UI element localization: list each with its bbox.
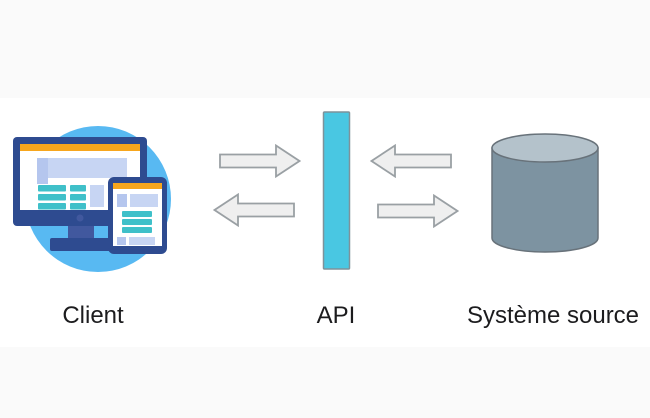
screen-text-lines (38, 185, 86, 210)
background-band-top (0, 0, 650, 98)
background-band-bottom (0, 347, 650, 418)
right-arrow-shape (377, 194, 459, 228)
cylinder-top (491, 133, 599, 163)
api-gateway-bar-icon (322, 111, 351, 270)
source-system-label: Système source (466, 302, 640, 329)
tablet-footer-block (129, 237, 155, 245)
screen-sidebar-block (37, 158, 48, 184)
database-cylinder-icon (491, 133, 599, 253)
arrow-source-to-api-icon (370, 144, 452, 178)
api-bar-shape (322, 111, 351, 270)
arrow-api-to-source-icon (377, 194, 459, 228)
client-devices-icon (13, 126, 171, 272)
cylinder-body (491, 147, 599, 253)
monitor-stand-base (50, 238, 112, 251)
client-label: Client (62, 302, 124, 329)
right-arrow-shape (219, 144, 301, 178)
monitor-titlebar (20, 144, 140, 151)
monitor-camera-dot (76, 214, 84, 222)
tablet-titlebar (113, 183, 162, 189)
api-label: API (316, 302, 356, 329)
screen-hero-block (48, 158, 127, 178)
left-arrow-shape (213, 193, 295, 227)
tablet-thumb-block (117, 194, 127, 207)
arrow-api-to-client-icon (213, 193, 295, 227)
screen-side-block (90, 185, 104, 207)
arrow-client-to-api-icon (219, 144, 301, 178)
left-arrow-shape (370, 144, 452, 178)
tablet-hero-block (130, 194, 158, 207)
tablet-footer-thumb (117, 237, 126, 245)
tablet-text-lines (122, 211, 152, 233)
